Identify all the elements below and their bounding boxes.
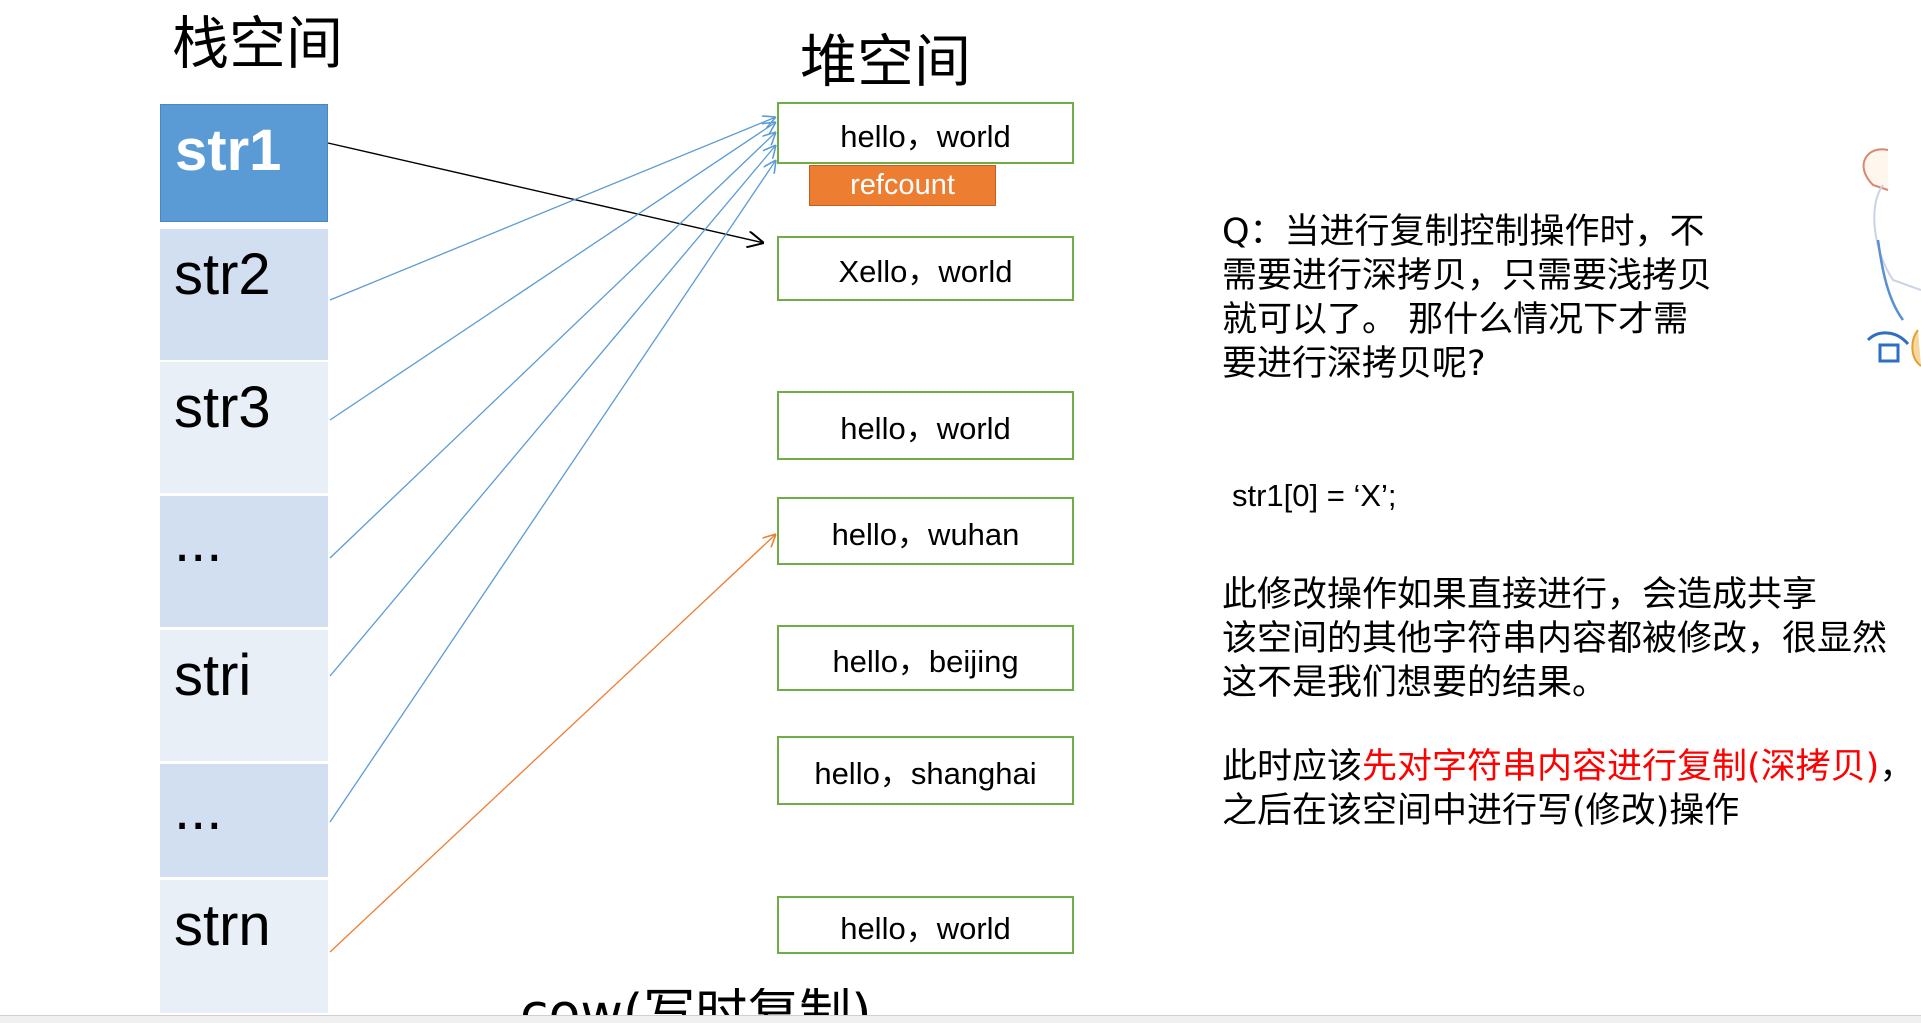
solution-line-1: 此时应该先对字符串内容进行复制(深拷贝)， <box>1222 745 1914 789</box>
heap-box-hello-world-2: hello，world <box>777 391 1074 460</box>
stack-cell-ellipsis-1: ... <box>160 496 328 627</box>
stack-space-heading: 栈空间 <box>172 11 343 77</box>
question-line: 要进行深拷贝呢? <box>1222 344 1486 384</box>
arrow-str3-to-shared <box>329 122 776 421</box>
cow-title: cow(写时复制) <box>520 988 872 1015</box>
arrow-strn-to-wuhan <box>329 534 776 953</box>
stack-cell-stri: stri <box>160 630 328 761</box>
heap-box-wuhan: hello，wuhan <box>777 497 1074 565</box>
solution-highlight: 先对字符串内容进行复制(深拷贝) <box>1362 747 1880 787</box>
stack-cell-str1: str1 <box>160 104 328 222</box>
question-text: Q：当进行复制控制操作时，不 需要进行深拷贝，只需要浅拷贝 就可以了。 那什么情… <box>1222 210 1712 386</box>
problem-line: 这不是我们想要的结果。 <box>1222 663 1608 703</box>
heap-box-shared: hello，world <box>777 102 1074 164</box>
solution-prefix: 此时应该 <box>1222 747 1363 787</box>
arrow-ellipsis1-to-shared <box>329 132 776 559</box>
heap-box-shanghai: hello，shanghai <box>777 736 1074 805</box>
arrow-ellipsis2-to-shared <box>329 160 776 823</box>
question-line: 需要进行深拷贝，只需要浅拷贝 <box>1222 256 1713 296</box>
solution-line-2: 之后在该空间中进行写(修改)操作 <box>1222 791 1740 831</box>
code-snippet: str1[0] = ‘X’; <box>1232 478 1397 513</box>
stack-cell-str2: str2 <box>160 229 328 360</box>
problem-line: 该空间的其他字符串内容都被修改，很显然 <box>1222 619 1888 659</box>
heap-box-beijing: hello，beijing <box>777 625 1074 691</box>
cow-title-text: cow(写时复制) <box>520 988 872 1015</box>
solution-text: 此时应该先对字符串内容进行复制(深拷贝)， 之后在该空间中进行写(修改)操作 <box>1222 745 1914 833</box>
stack-cell-strn: strn <box>160 880 328 1013</box>
arrow-str1-to-copy <box>327 142 764 243</box>
heap-space-heading: 堆空间 <box>800 29 971 95</box>
refcount-label: refcount <box>809 165 996 206</box>
arrow-stri-to-shared <box>329 145 776 677</box>
bottom-scroll-edge <box>0 1015 1921 1023</box>
stack-cell-ellipsis-2: ... <box>160 764 328 877</box>
heap-box-hello-world-3: hello，world <box>777 896 1074 954</box>
solution-suffix: ， <box>1879 747 1915 787</box>
question-line: 就可以了。 那什么情况下才需 <box>1222 300 1689 340</box>
stack-cell-str3: str3 <box>160 362 328 493</box>
problem-text: 此修改操作如果直接进行，会造成共享 该空间的其他字符串内容都被修改，很显然 这不… <box>1222 573 1887 705</box>
cartoon-figure-icon <box>1862 148 1921 367</box>
arrow-str2-to-shared <box>329 117 776 301</box>
problem-line: 此修改操作如果直接进行，会造成共享 <box>1222 575 1818 615</box>
question-line: Q：当进行复制控制操作时，不 <box>1222 212 1705 252</box>
heap-box-copy: Xello，world <box>777 236 1074 301</box>
